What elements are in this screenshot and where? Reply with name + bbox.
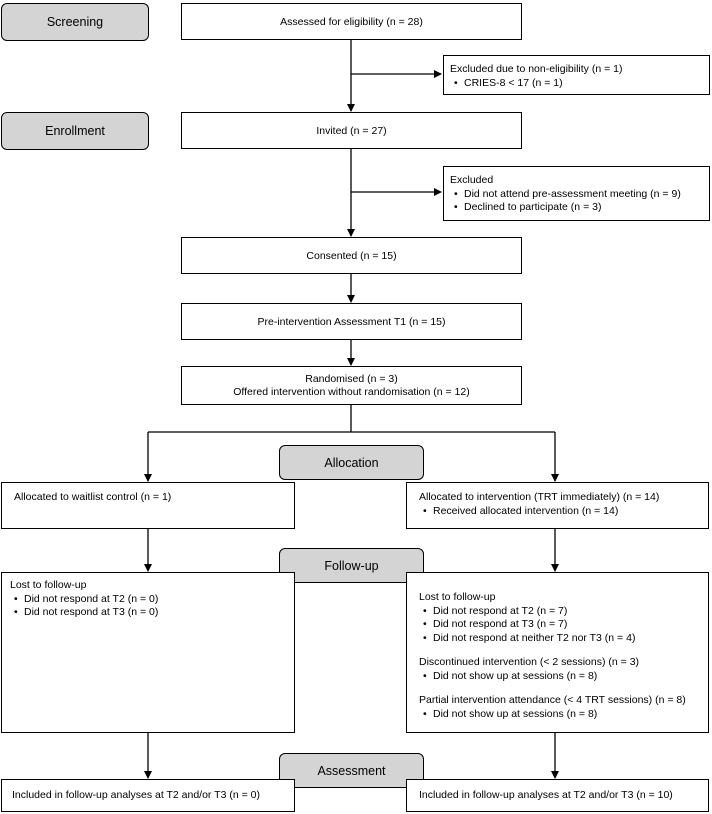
- box-consented: Consented (n = 15): [181, 237, 522, 274]
- discontinued-item: Did not show up at sessions (n = 8): [423, 670, 708, 684]
- excluded-title: Excluded: [450, 174, 494, 186]
- box-excluded: Excluded Did not attend pre-assessment m…: [443, 166, 710, 221]
- box-allocated-waitlist: Allocated to waitlist control (n = 1): [1, 482, 295, 529]
- stage-screening: Screening: [1, 3, 149, 41]
- box-included-waitlist: Included in follow-up analyses at T2 and…: [1, 779, 295, 812]
- excluded-noneligible-item: CRIES-8 < 17 (n = 1): [454, 77, 709, 91]
- lost-intervention-title: Lost to follow-up: [419, 591, 496, 603]
- lost-waitlist-title: Lost to follow-up: [10, 579, 87, 591]
- consented-text: Consented (n = 15): [306, 249, 397, 262]
- stage-followup: Follow-up: [279, 548, 424, 583]
- box-lost-followup-intervention: Lost to follow-up Did not respond at T2 …: [406, 572, 709, 733]
- lost-intervention-item-t3: Did not respond at T3 (n = 7): [423, 618, 708, 632]
- assessed-text: Assessed for eligibility (n = 28): [280, 15, 423, 28]
- box-randomised: Randomised (n = 3) Offered intervention …: [181, 366, 522, 405]
- included-intervention-text: Included in follow-up analyses at T2 and…: [419, 789, 673, 801]
- lost-intervention-item-neither: Did not respond at neither T2 nor T3 (n …: [423, 632, 708, 646]
- discontinued-title: Discontinued intervention (< 2 sessions)…: [419, 656, 640, 668]
- lost-waitlist-item-t3: Did not respond at T3 (n = 0): [14, 606, 294, 620]
- box-pre-intervention-assessment: Pre-intervention Assessment T1 (n = 15): [181, 303, 522, 340]
- allocated-intervention-item: Received allocated intervention (n = 14): [423, 505, 708, 519]
- pre-assessment-text: Pre-intervention Assessment T1 (n = 15): [257, 315, 446, 328]
- stage-enrollment: Enrollment: [1, 112, 149, 150]
- lost-intervention-item-t2: Did not respond at T2 (n = 7): [423, 605, 708, 619]
- partial-item: Did not show up at sessions (n = 8): [423, 708, 708, 722]
- randomised-line-2: Offered intervention without randomisati…: [233, 385, 470, 398]
- box-lost-followup-waitlist: Lost to follow-up Did not respond at T2 …: [1, 572, 295, 733]
- stage-allocation: Allocation: [279, 445, 424, 480]
- partial-title: Partial intervention attendance (< 4 TRT…: [419, 694, 686, 706]
- lost-waitlist-item-t2: Did not respond at T2 (n = 0): [14, 593, 294, 607]
- randomised-line-1: Randomised (n = 3): [305, 372, 398, 385]
- included-waitlist-text: Included in follow-up analyses at T2 and…: [12, 789, 260, 801]
- allocated-waitlist-text: Allocated to waitlist control (n = 1): [14, 491, 172, 503]
- excluded-noneligible-title: Excluded due to non-eligibility (n = 1): [450, 63, 623, 75]
- box-excluded-noneligible: Excluded due to non-eligibility (n = 1) …: [443, 55, 710, 95]
- box-assessed-for-eligibility: Assessed for eligibility (n = 28): [181, 3, 522, 40]
- box-invited: Invited (n = 27): [181, 112, 522, 149]
- box-included-intervention: Included in follow-up analyses at T2 and…: [406, 779, 709, 812]
- excluded-item-not-attend: Did not attend pre-assessment meeting (n…: [454, 188, 709, 202]
- box-allocated-intervention: Allocated to intervention (TRT immediate…: [406, 482, 709, 529]
- excluded-item-declined: Declined to participate (n = 3): [454, 201, 709, 215]
- allocated-intervention-title: Allocated to intervention (TRT immediate…: [419, 491, 660, 503]
- stage-assessment: Assessment: [279, 753, 424, 788]
- invited-text: Invited (n = 27): [316, 124, 387, 137]
